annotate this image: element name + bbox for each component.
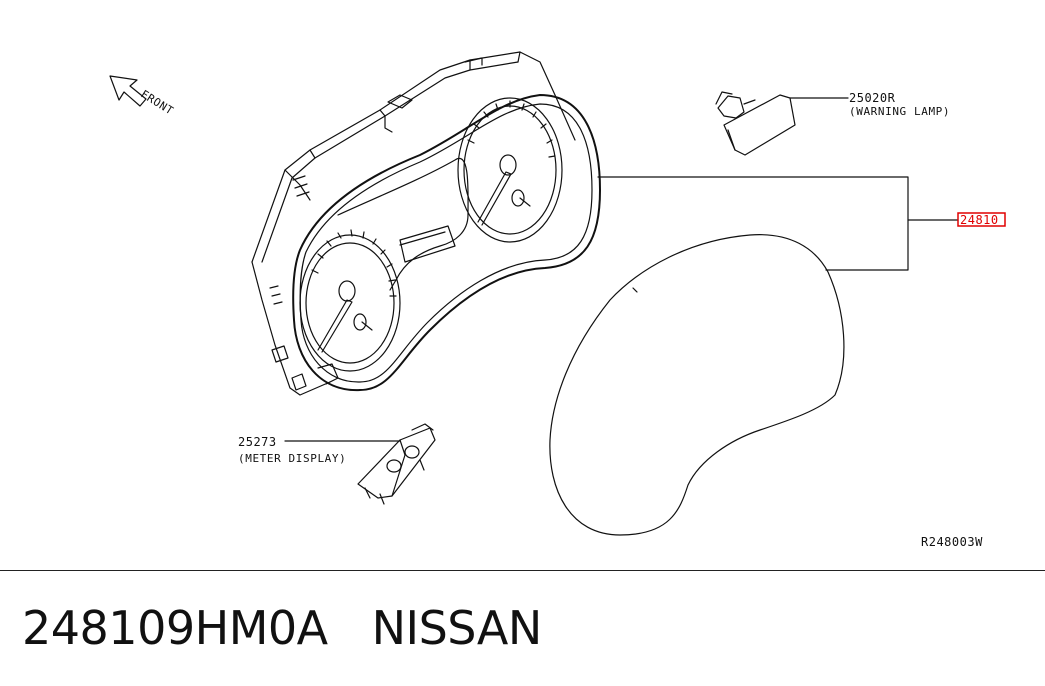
meter-display-part	[284, 423, 436, 505]
front-arrow-icon	[109, 75, 147, 107]
part-info-footer: 248109HM0A NISSAN	[22, 598, 542, 658]
instrument-cluster	[251, 51, 601, 396]
brand-name: NISSAN	[371, 601, 543, 655]
part-25273-number[interactable]: 25273	[238, 435, 277, 449]
part-number: 248109HM0A	[22, 601, 328, 655]
warning-lamp-part	[715, 91, 849, 156]
leader-lines-24810	[597, 176, 959, 271]
part-25020r-number[interactable]: 25020R	[849, 91, 896, 105]
diagram-reference-code: R248003W	[921, 535, 983, 549]
divider	[0, 570, 1045, 571]
front-label: FRONT	[138, 88, 176, 118]
part-25020r-name: (WARNING LAMP)	[849, 105, 950, 118]
meter-cover-glass	[549, 234, 845, 536]
parts-diagram: FRONT	[109, 51, 1006, 549]
part-24810-number[interactable]: 24810	[960, 213, 999, 227]
part-24810-highlight-box	[957, 212, 1006, 227]
part-25273-name: (METER DISPLAY)	[238, 452, 346, 465]
